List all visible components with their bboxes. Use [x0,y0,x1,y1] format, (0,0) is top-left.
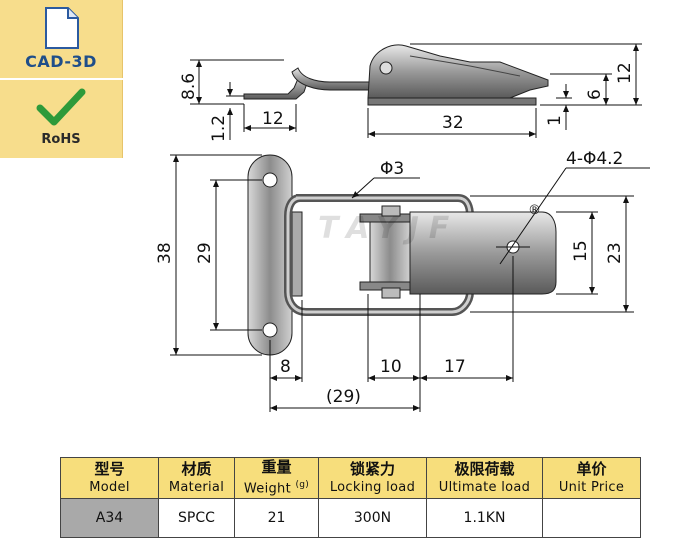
dim-1: 1 [545,115,565,126]
dim-1-2: 1.2 [209,115,229,142]
hole-diameter-label: 4-Φ4.2 [566,149,623,169]
latch-lever [367,44,549,99]
side-view [243,44,549,106]
registered-mark: ® [528,203,541,218]
rohs-badge: RoHS [0,80,123,158]
dim-23: 23 [605,242,625,264]
header-weight: 重量 Weight (g) [234,457,319,499]
catch-hole-bottom [262,322,278,338]
spec-table: 型号 Model 材质 Material 重量 Weight (g) 锁紧力 L… [60,457,641,538]
dim-12-height: 12 [615,62,635,84]
pin-top [381,205,401,217]
rohs-label: RoHS [41,132,81,147]
cell-material: SPCC [158,498,235,538]
table-header-row: 型号 Model 材质 Material 重量 Weight (g) 锁紧力 L… [60,457,641,499]
cell-weight: 21 [234,498,319,538]
dim-29-total: (29) [326,387,361,407]
technical-drawing: 8.6 1.2 12 32 12 6 1 TAYJF ® [155,43,650,412]
document-icon [45,7,79,49]
header-ultimate-load: 极限荷载 Ultimate load [426,457,543,499]
dim-8: 8 [280,357,291,377]
dim-29-vertical: 29 [195,242,215,264]
side-view-labels: 8.6 1.2 12 32 12 6 1 [179,62,635,142]
cell-unit-price [542,498,641,538]
hinge-block [369,213,411,291]
dim-15: 15 [571,240,591,262]
cell-model: A34 [60,498,159,538]
base-plate [367,97,537,106]
table-row: A34 SPCC 21 300N 1.1KN [60,498,641,538]
dim-12-catch: 12 [262,109,284,129]
pin-bottom [381,287,401,299]
dim-10: 10 [380,357,402,377]
header-unit-price: 单价 Unit Price [542,457,641,499]
latch-body-top [409,211,557,295]
header-model: 型号 Model [60,457,159,499]
cell-locking-load: 300N [318,498,427,538]
cell-ultimate-load: 1.1KN [426,498,543,538]
wire-diameter-label: Φ3 [380,159,404,179]
checkmark-icon [36,88,86,126]
top-view [247,154,557,356]
side-view-dimensions [190,43,642,140]
cad-3d-badge[interactable]: CAD-3D [0,0,123,78]
header-locking-load: 锁紧力 Locking load [318,457,427,499]
dim-6: 6 [585,89,605,100]
catch-hole-top [262,172,278,188]
dim-8-6: 8.6 [179,73,199,100]
dim-38: 38 [155,242,175,264]
cad-3d-label: CAD-3D [25,52,97,71]
header-material: 材质 Material [158,457,235,499]
dim-32: 32 [442,113,464,133]
dim-17: 17 [444,357,466,377]
top-view-labels: 38 29 15 23 8 10 17 (29) Φ3 4-Φ4.2 [155,149,625,407]
top-view-dimensions [170,154,650,412]
watermark-logo: TAYJF [318,211,459,246]
